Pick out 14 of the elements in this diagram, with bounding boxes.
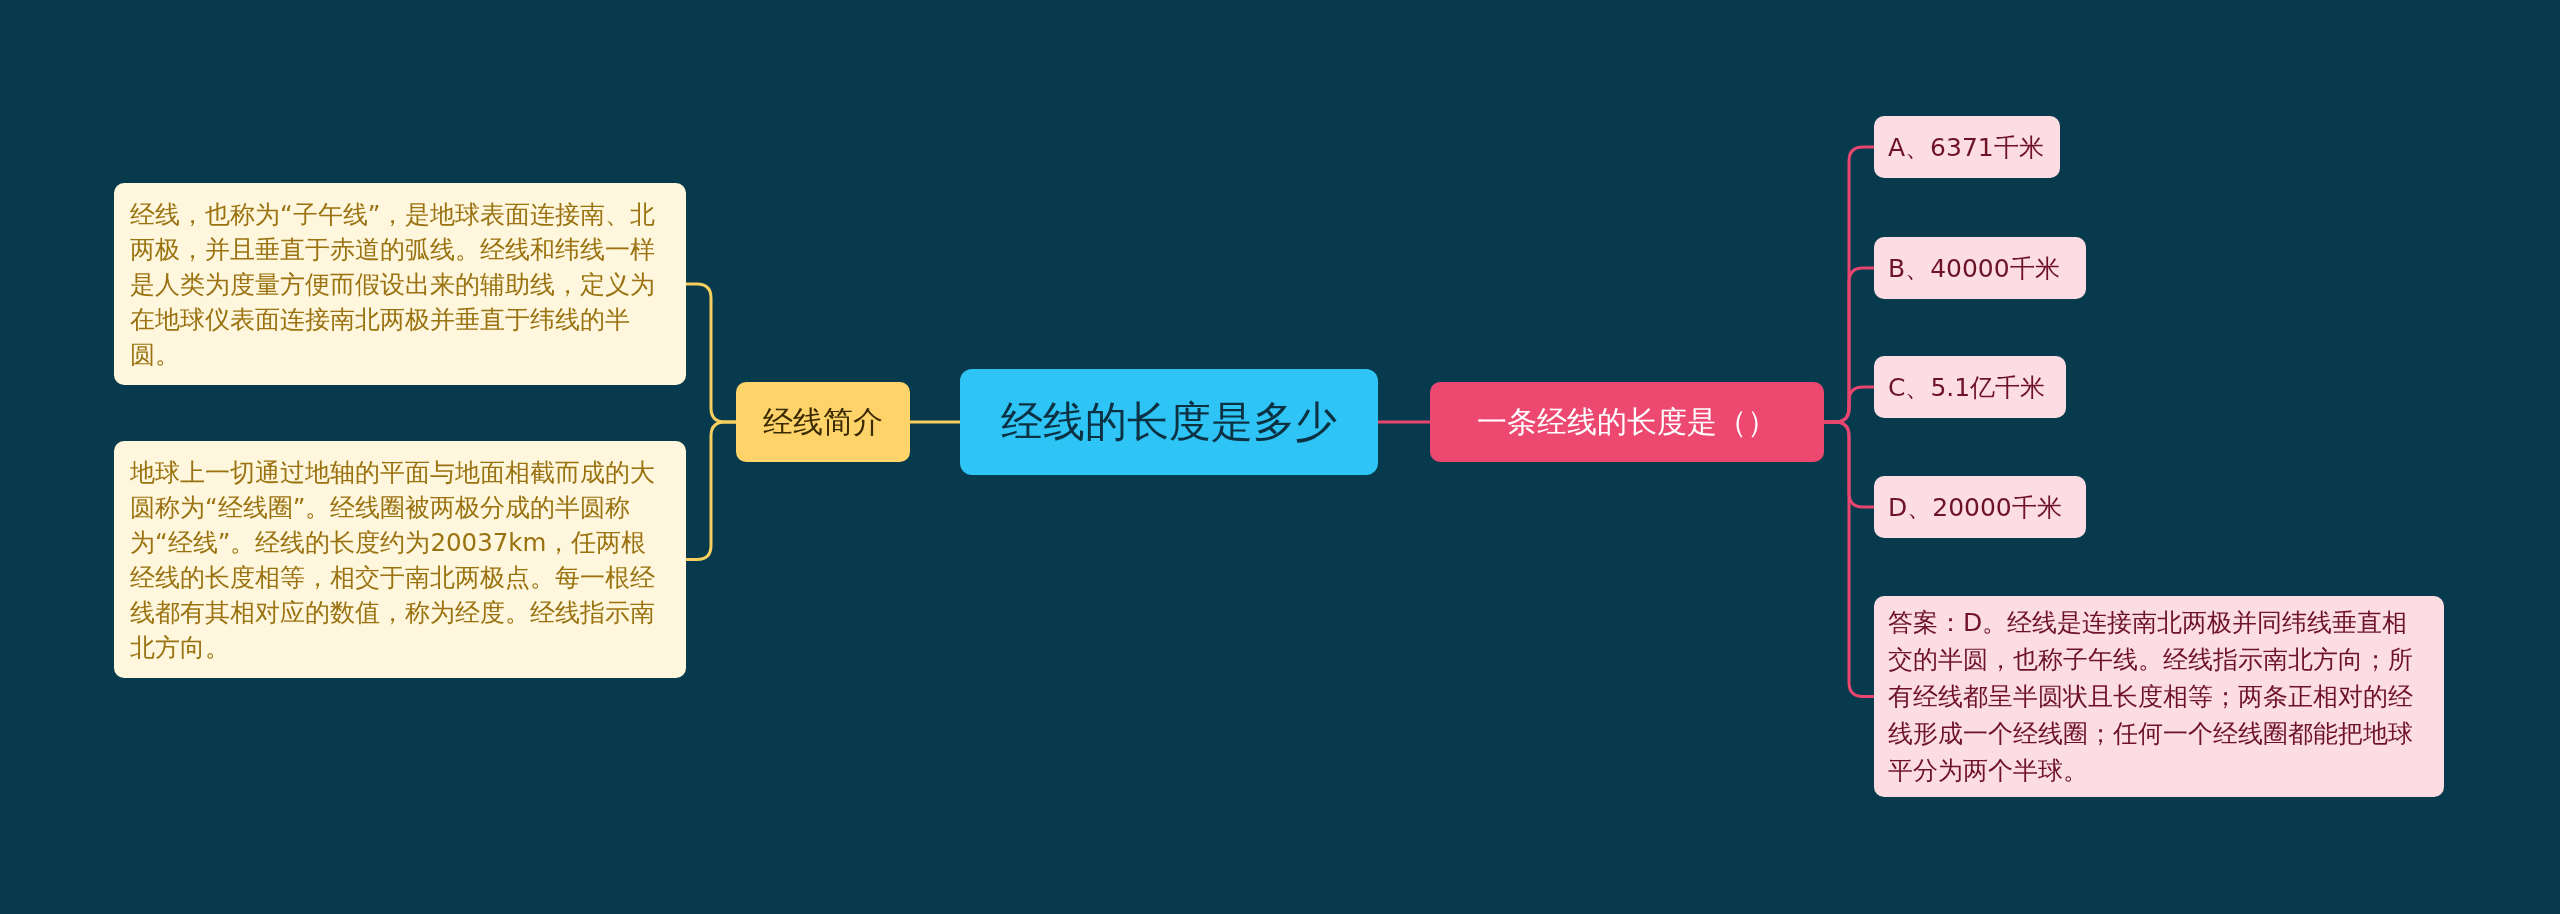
connector-line xyxy=(910,420,960,424)
option-box: B、40000千米 xyxy=(1874,237,2086,299)
connector-line xyxy=(1378,420,1430,424)
note-card: 经线，也称为“子午线”，是地球表面连接南、北两极，并且垂直于赤道的弧线。经线和纬线一样是人类为度量方便而假设出来的辅助线，定义为在地球仪表面连接南北两极并垂直于纬线的半圆。 xyxy=(114,183,686,385)
topic-box: 经线简介 xyxy=(736,382,910,462)
connector-line xyxy=(686,420,736,561)
connector-line xyxy=(1824,420,1874,698)
topic-box: 一条经线的长度是（） xyxy=(1430,382,1824,462)
answer-card: 答案：D。经线是连接南北两极并同纬线垂直相交的半圆，也称子午线。经线指示南北方向；所有经线都呈半圆状且长度相等；两条正相对的经线形成一个经线圈；任何一个经线圈都能把地球平分为两个半球。 xyxy=(1874,596,2444,797)
central-topic: 经线的长度是多少 xyxy=(960,369,1378,475)
option-box: C、5.1亿千米 xyxy=(1874,356,2066,418)
note-card: 地球上一切通过地轴的平面与地面相截而成的大圆称为“经线圈”。经线圈被两极分成的半圆称为“经线”。经线的长度约为20037km，任两根经线的长度相等，相交于南北两极点。每一根经线都有其相对应的数值，称为经度。经线指示南北方向。 xyxy=(114,441,686,678)
option-box: D、20000千米 xyxy=(1874,476,2086,538)
option-box: A、6371千米 xyxy=(1874,116,2060,178)
